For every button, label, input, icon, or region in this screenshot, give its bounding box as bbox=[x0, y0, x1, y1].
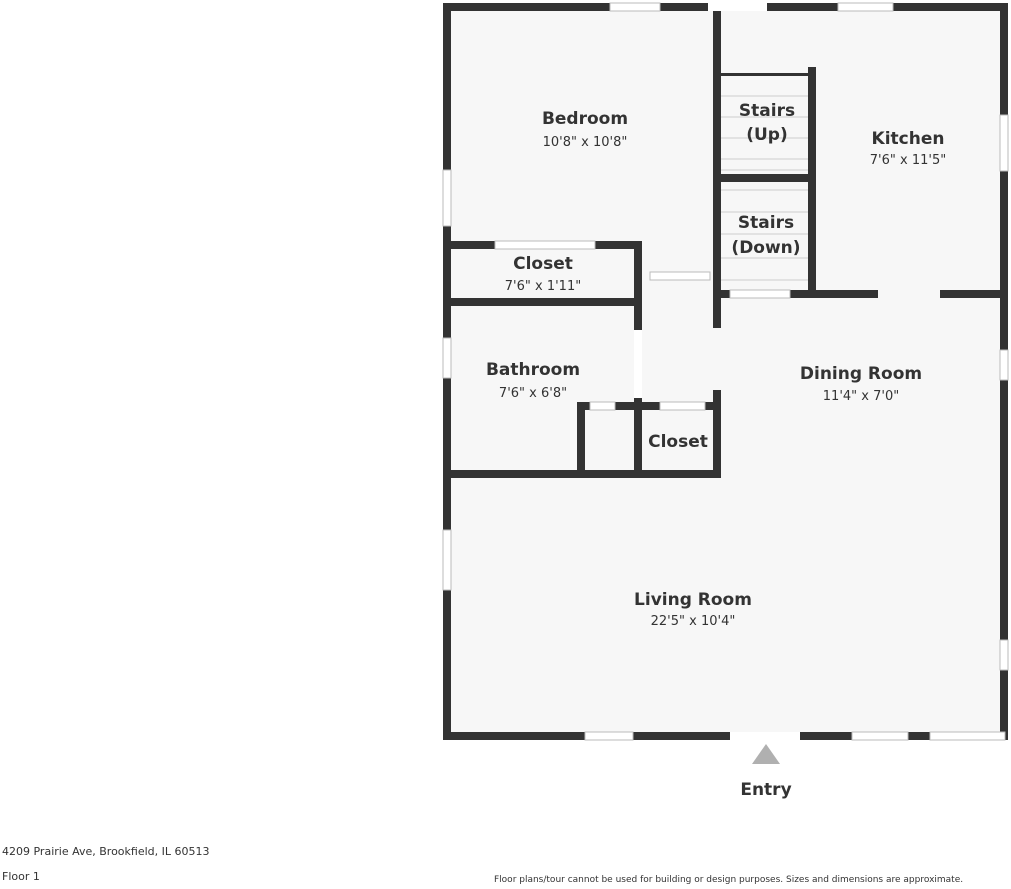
room-dims-dining: 11'4" x 7'0" bbox=[823, 389, 899, 404]
room-label-living: Living Room bbox=[634, 590, 752, 610]
room-dims-bedroom: 10'8" x 10'8" bbox=[543, 135, 628, 150]
room-sub-stairs-up: (Up) bbox=[746, 125, 788, 145]
room-label-bathroom: Bathroom bbox=[486, 360, 580, 380]
stair-treads bbox=[721, 95, 808, 281]
room-label-bedroom: Bedroom bbox=[542, 109, 628, 129]
address: 4209 Prairie Ave, Brookfield, IL 60513 bbox=[2, 845, 210, 858]
room-dims-closet: 7'6" x 1'11" bbox=[505, 279, 581, 294]
floor-label: Floor 1 bbox=[2, 870, 40, 883]
room-dims-bathroom: 7'6" x 6'8" bbox=[499, 386, 567, 401]
floor-area bbox=[443, 3, 1008, 740]
entry-label: Entry bbox=[740, 780, 791, 800]
room-label-closet-small: Closet bbox=[648, 432, 708, 452]
disclaimer: Floor plans/tour cannot be used for buil… bbox=[494, 875, 964, 885]
room-label-dining: Dining Room bbox=[800, 364, 922, 384]
room-label-closet: Closet bbox=[513, 254, 573, 274]
room-sub-stairs-down: (Down) bbox=[731, 238, 800, 258]
room-dims-kitchen: 7'6" x 11'5" bbox=[870, 153, 946, 168]
room-label-stairs-up: Stairs bbox=[739, 101, 795, 121]
room-label-stairs-down: Stairs bbox=[738, 213, 794, 233]
windows-openings bbox=[442, 2, 1009, 741]
room-dims-living: 22'5" x 10'4" bbox=[651, 614, 736, 629]
room-label-kitchen: Kitchen bbox=[872, 129, 945, 149]
triangle-up-icon bbox=[752, 744, 780, 764]
